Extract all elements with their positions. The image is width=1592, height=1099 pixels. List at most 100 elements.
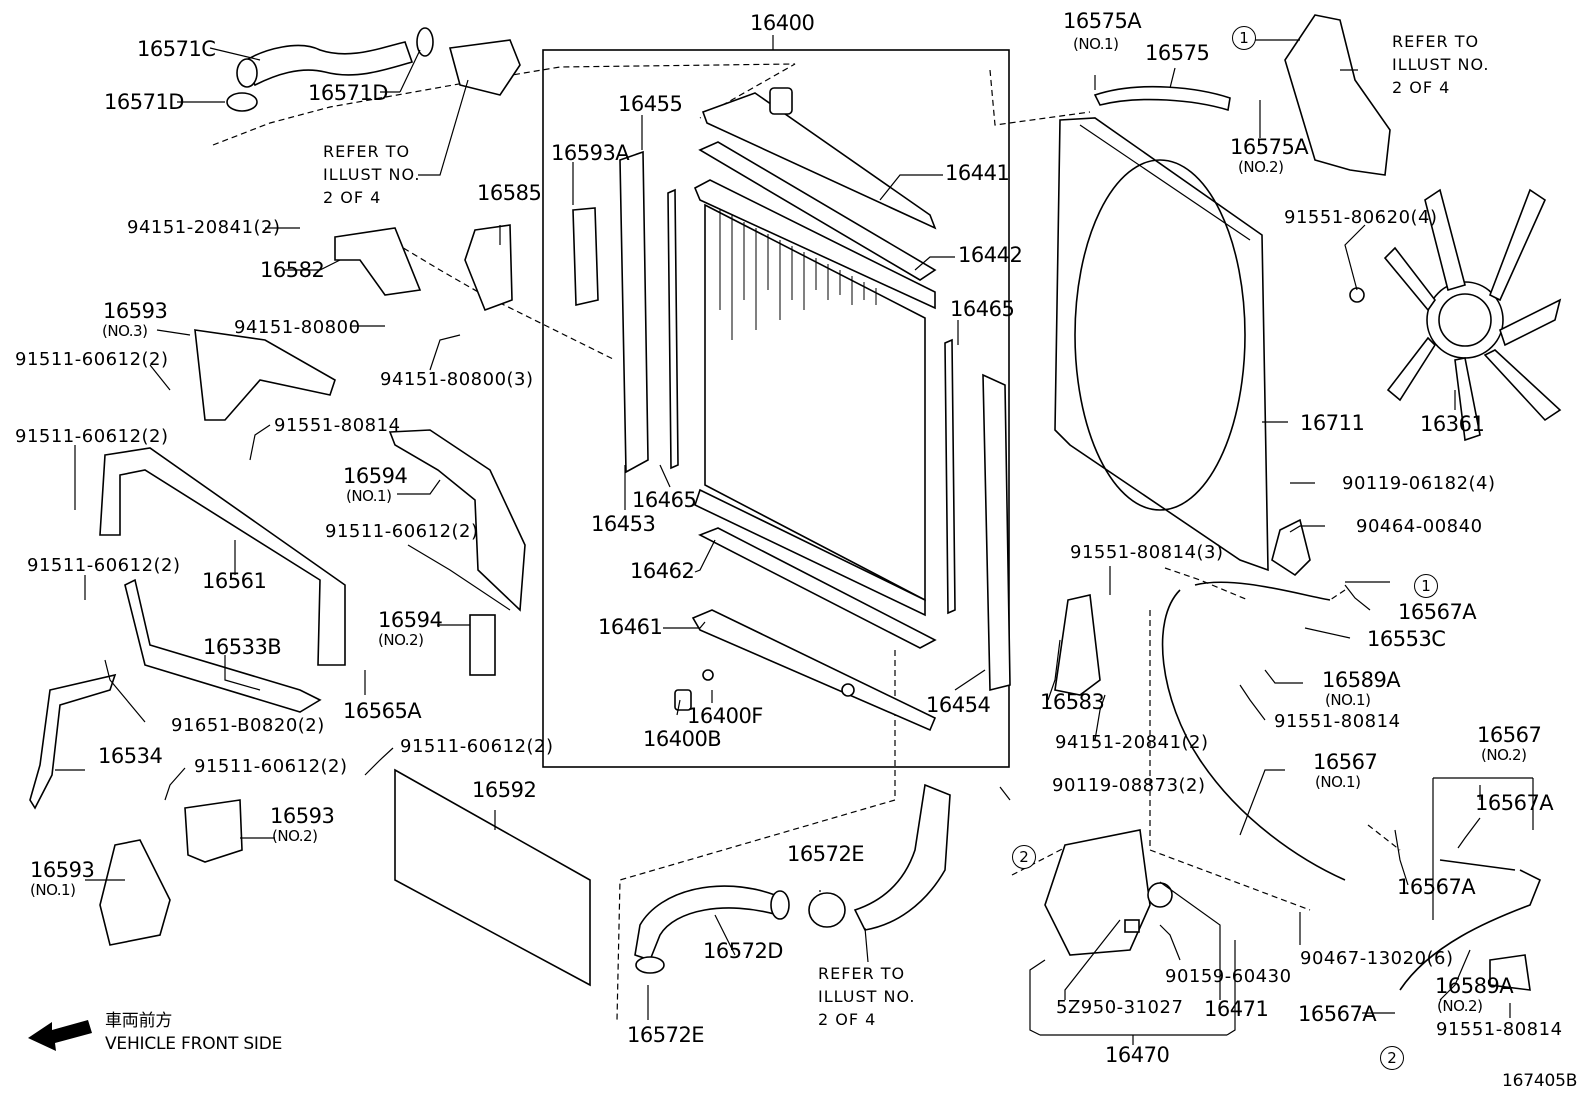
label-16453: 16453 bbox=[591, 512, 656, 536]
label-94151-20841: 94151-20841(2) bbox=[127, 217, 281, 238]
label-90119-08873: 90119-08873(2) bbox=[1052, 775, 1206, 796]
label-16534: 16534 bbox=[98, 744, 163, 768]
label-16589a-no2: 16589A bbox=[1435, 974, 1514, 998]
label-16470: 16470 bbox=[1105, 1043, 1170, 1067]
label-91551-80814-c: 91551-80814 bbox=[1436, 1019, 1563, 1040]
label-91511-60612-e: 91511-60612(2) bbox=[400, 736, 554, 757]
note-16589a-no2: (NO.2) bbox=[1437, 997, 1483, 1015]
label-16567a-mid: 16567A bbox=[1397, 875, 1476, 899]
note-16589a-no1: (NO.1) bbox=[1325, 691, 1371, 709]
radiator-side-supports bbox=[572, 150, 1011, 692]
label-16361: 16361 bbox=[1420, 412, 1485, 436]
note-16593-no1: (NO.1) bbox=[30, 881, 76, 899]
leader-lines bbox=[55, 35, 1534, 1045]
label-91551-80814-b: 91551-80814 bbox=[1274, 711, 1401, 732]
label-94151-80800-3: 94151-80800(3) bbox=[380, 369, 534, 390]
refer-circle-1-top: 1 bbox=[1232, 26, 1256, 50]
note-16567-no2: (NO.2) bbox=[1481, 746, 1527, 764]
label-16593a: 16593A bbox=[551, 141, 630, 165]
label-90119-06182: 90119-06182(4) bbox=[1342, 473, 1496, 494]
label-91551-80814-a: 91551-80814 bbox=[274, 415, 401, 436]
label-16567a-top: 16567A bbox=[1398, 600, 1477, 624]
note-16593-no2: (NO.2) bbox=[272, 827, 318, 845]
refer-circle-2-left: 2 bbox=[1012, 845, 1036, 869]
fan-shroud bbox=[1054, 117, 1269, 572]
label-16575a-no2: 16575A bbox=[1230, 135, 1309, 159]
note-16575a-no2: (NO.2) bbox=[1238, 158, 1284, 176]
label-16400f: 16400F bbox=[687, 704, 763, 728]
label-91551-80620: 91551-80620(4) bbox=[1284, 207, 1438, 228]
label-16442: 16442 bbox=[958, 243, 1023, 267]
refer-circle-2-bottom: 2 bbox=[1380, 1046, 1404, 1070]
label-90159-60430: 90159-60430 bbox=[1165, 966, 1292, 987]
label-5z950-31027: 5Z950-31027 bbox=[1056, 997, 1184, 1018]
label-16561: 16561 bbox=[202, 569, 267, 593]
label-16567-no1: 16567 bbox=[1313, 750, 1378, 774]
label-16589a-no1: 16589A bbox=[1322, 668, 1401, 692]
label-16454: 16454 bbox=[926, 693, 991, 717]
note-16567-no1: (NO.1) bbox=[1315, 773, 1361, 791]
note-16593-no3: (NO.3) bbox=[102, 322, 148, 340]
label-16592: 16592 bbox=[472, 778, 537, 802]
label-16572e-left: 16572E bbox=[627, 1023, 705, 1047]
label-90464-00840: 90464-00840 bbox=[1356, 516, 1483, 537]
label-16471: 16471 bbox=[1204, 997, 1269, 1021]
label-16567-no2: 16567 bbox=[1477, 723, 1542, 747]
reservoir-and-hoses bbox=[1044, 518, 1542, 991]
label-16582: 16582 bbox=[260, 258, 325, 282]
direction-label-en: VEHICLE FRONT SIDE bbox=[105, 1034, 283, 1054]
label-16465-right: 16465 bbox=[950, 297, 1015, 321]
label-16593-no2: 16593 bbox=[270, 804, 335, 828]
note-16575a-no1: (NO.1) bbox=[1073, 35, 1119, 53]
left-brackets bbox=[29, 224, 591, 987]
label-16575: 16575 bbox=[1145, 41, 1210, 65]
label-16593-no3: 16593 bbox=[103, 299, 168, 323]
label-16567a-bottom: 16567A bbox=[1298, 1002, 1377, 1026]
label-90467-13020: 90467-13020(6) bbox=[1300, 948, 1454, 969]
label-16461: 16461 bbox=[598, 615, 663, 639]
label-16462: 16462 bbox=[630, 559, 695, 583]
label-16571d-left: 16571D bbox=[104, 90, 184, 114]
label-91511-60612-b: 91511-60612(2) bbox=[15, 426, 169, 447]
label-16594-no2: 16594 bbox=[378, 608, 443, 632]
radiator-assembly-box bbox=[542, 49, 1010, 768]
label-16583: 16583 bbox=[1040, 690, 1105, 714]
note-16594-no2: (NO.2) bbox=[378, 631, 424, 649]
label-91511-60612-d: 91511-60612(2) bbox=[27, 555, 181, 576]
label-91511-60612-f: 91511-60612(2) bbox=[194, 756, 348, 777]
cooling-fan bbox=[1349, 188, 1562, 442]
label-16593-no1: 16593 bbox=[30, 858, 95, 882]
refer-circle-1-right: 1 bbox=[1414, 574, 1438, 598]
label-16711: 16711 bbox=[1300, 411, 1365, 435]
label-16455: 16455 bbox=[618, 92, 683, 116]
label-91651-b0820: 91651-B0820(2) bbox=[171, 715, 325, 736]
label-16533b: 16533B bbox=[203, 635, 282, 659]
label-16571c: 16571C bbox=[137, 37, 216, 61]
label-16400b: 16400B bbox=[643, 727, 722, 751]
label-16571d-right: 16571D bbox=[308, 81, 388, 105]
label-16553c: 16553C bbox=[1367, 627, 1446, 651]
label-16572d: 16572D bbox=[703, 939, 783, 963]
note-16594-no1: (NO.1) bbox=[346, 487, 392, 505]
label-94151-80800: 94151-80800 bbox=[234, 317, 361, 338]
side-seals bbox=[667, 188, 956, 615]
label-16585: 16585 bbox=[477, 181, 542, 205]
label-16400: 16400 bbox=[750, 11, 815, 35]
direction-label-jp: 車両前方 bbox=[105, 1011, 173, 1031]
front-direction-arrow-icon bbox=[28, 1020, 92, 1051]
label-16465-left: 16465 bbox=[632, 488, 697, 512]
document-code: 167405B bbox=[1502, 1071, 1578, 1091]
label-91511-60612-c: 91511-60612(2) bbox=[325, 521, 479, 542]
lower-hoses bbox=[634, 783, 951, 974]
label-16565a: 16565A bbox=[343, 699, 422, 723]
label-16575a-no1: 16575A bbox=[1063, 9, 1142, 33]
label-94151-20841-b: 94151-20841(2) bbox=[1055, 732, 1209, 753]
label-16567a-right: 16567A bbox=[1475, 791, 1554, 815]
radiator-core bbox=[674, 87, 937, 732]
label-91551-80814-3: 91551-80814(3) bbox=[1070, 542, 1224, 563]
label-16441: 16441 bbox=[945, 161, 1010, 185]
label-91511-60612-a: 91511-60612(2) bbox=[15, 349, 169, 370]
